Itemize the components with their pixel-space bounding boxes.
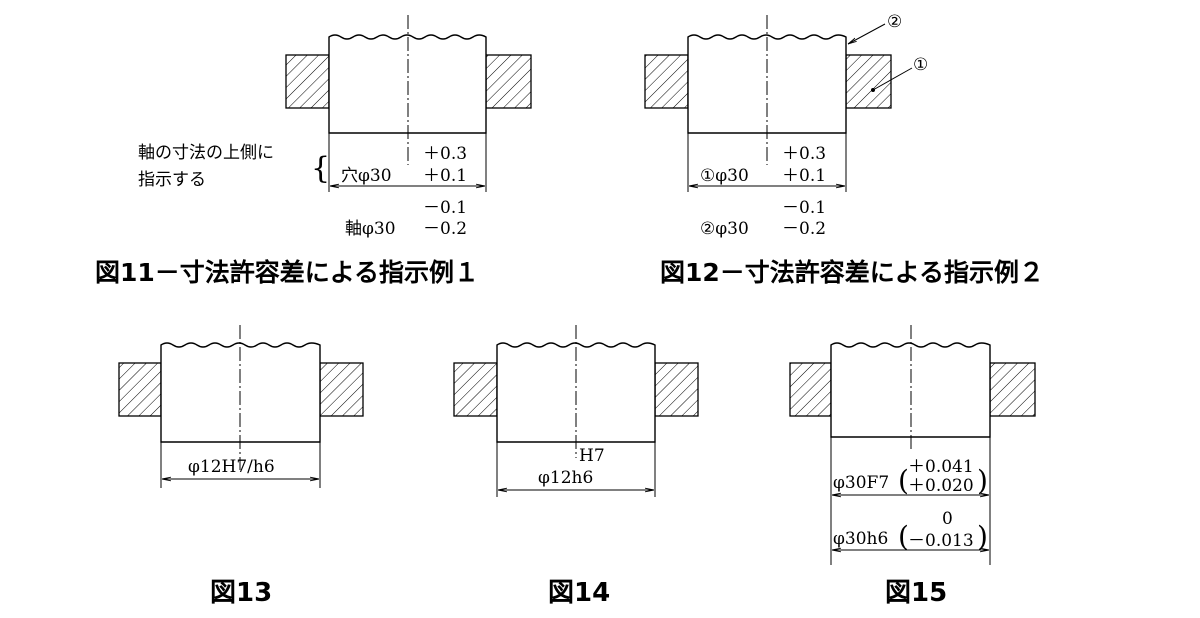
hole-dimension-label: 穴φ30 [341,166,392,186]
figure-11: 軸の寸法の上側に 指示する { ＋0.3 穴φ30 ＋0.1 －0.1 軸φ30… [138,15,532,239]
shaft-lower-deviation: －0.2 [423,219,467,239]
caption-figure-12: 図12－寸法許容差による指示例２ [660,258,1045,287]
figure-15: φ30F7 ( ＋0.041 ＋0.020 ) φ30h6 ( 0 －0.013… [789,325,1036,565]
hole-paren-open: ( [898,464,909,497]
shaft-lower-deviation: －0.2 [782,219,826,239]
figure-14: H7 φ12h6 [453,325,699,497]
leader-line-2 [848,23,886,45]
shaft-upper-deviation: 0 [942,509,953,529]
housing-right [845,54,892,109]
leader-line-1 [872,67,913,91]
hole-paren-close: ) [977,464,988,497]
hole-dimension-label: φ30F7 [833,473,889,493]
hole-lower-deviation: ＋0.020 [908,476,974,496]
figure-12: ② ① ＋0.3 ①φ30 ＋0.1 －0.1 ②φ30 －0.2 [644,12,928,239]
caption-figure-14: 図14 [548,578,611,608]
housing-right [989,362,1036,417]
leader-label-2: ② [887,12,902,32]
caption-figure-11: 図11－寸法許容差による指示例１ [95,258,480,287]
shaft-lower-deviation: －0.013 [908,531,974,551]
hole-dimension-label: ①φ30 [700,166,749,186]
figure-13: φ12H7/h6 [118,325,364,488]
housing-right [319,362,364,417]
note-line-2: 指示する [138,170,206,190]
housing-left [285,54,330,109]
note-line-1: 軸の寸法の上側に [138,143,274,163]
leader-label-1: ① [913,55,928,75]
shaft-tolerance-label: φ12h6 [538,468,593,488]
fit-dimension-label: φ12H7/h6 [188,457,275,477]
leader-dot-1 [871,88,875,92]
hole-lower-deviation: ＋0.1 [782,166,826,186]
housing-left [789,362,832,417]
shaft-paren-close: ) [977,520,988,553]
shaft-dimension-label: φ30h6 [833,529,888,549]
shaft-dimension-label: 軸φ30 [345,219,396,239]
shaft-upper-deviation: －0.1 [782,198,826,218]
brace: { [311,151,330,186]
hole-lower-deviation: ＋0.1 [423,166,467,186]
hole-upper-deviation: ＋0.3 [782,144,826,164]
shaft-upper-deviation: －0.1 [423,198,467,218]
shaft-paren-open: ( [898,520,909,553]
hole-tolerance-label: H7 [579,446,605,466]
caption-figure-15: 図15 [885,578,948,608]
hole-upper-deviation: ＋0.3 [423,144,467,164]
housing-left [118,362,162,417]
shaft-dimension-label: ②φ30 [700,219,749,239]
shaft-body [830,342,991,438]
hole-upper-deviation: ＋0.041 [908,457,974,477]
caption-figure-13: 図13 [210,578,273,608]
housing-right [654,362,699,417]
housing-left [644,54,689,109]
housing-right [485,54,532,109]
housing-left [453,362,498,417]
